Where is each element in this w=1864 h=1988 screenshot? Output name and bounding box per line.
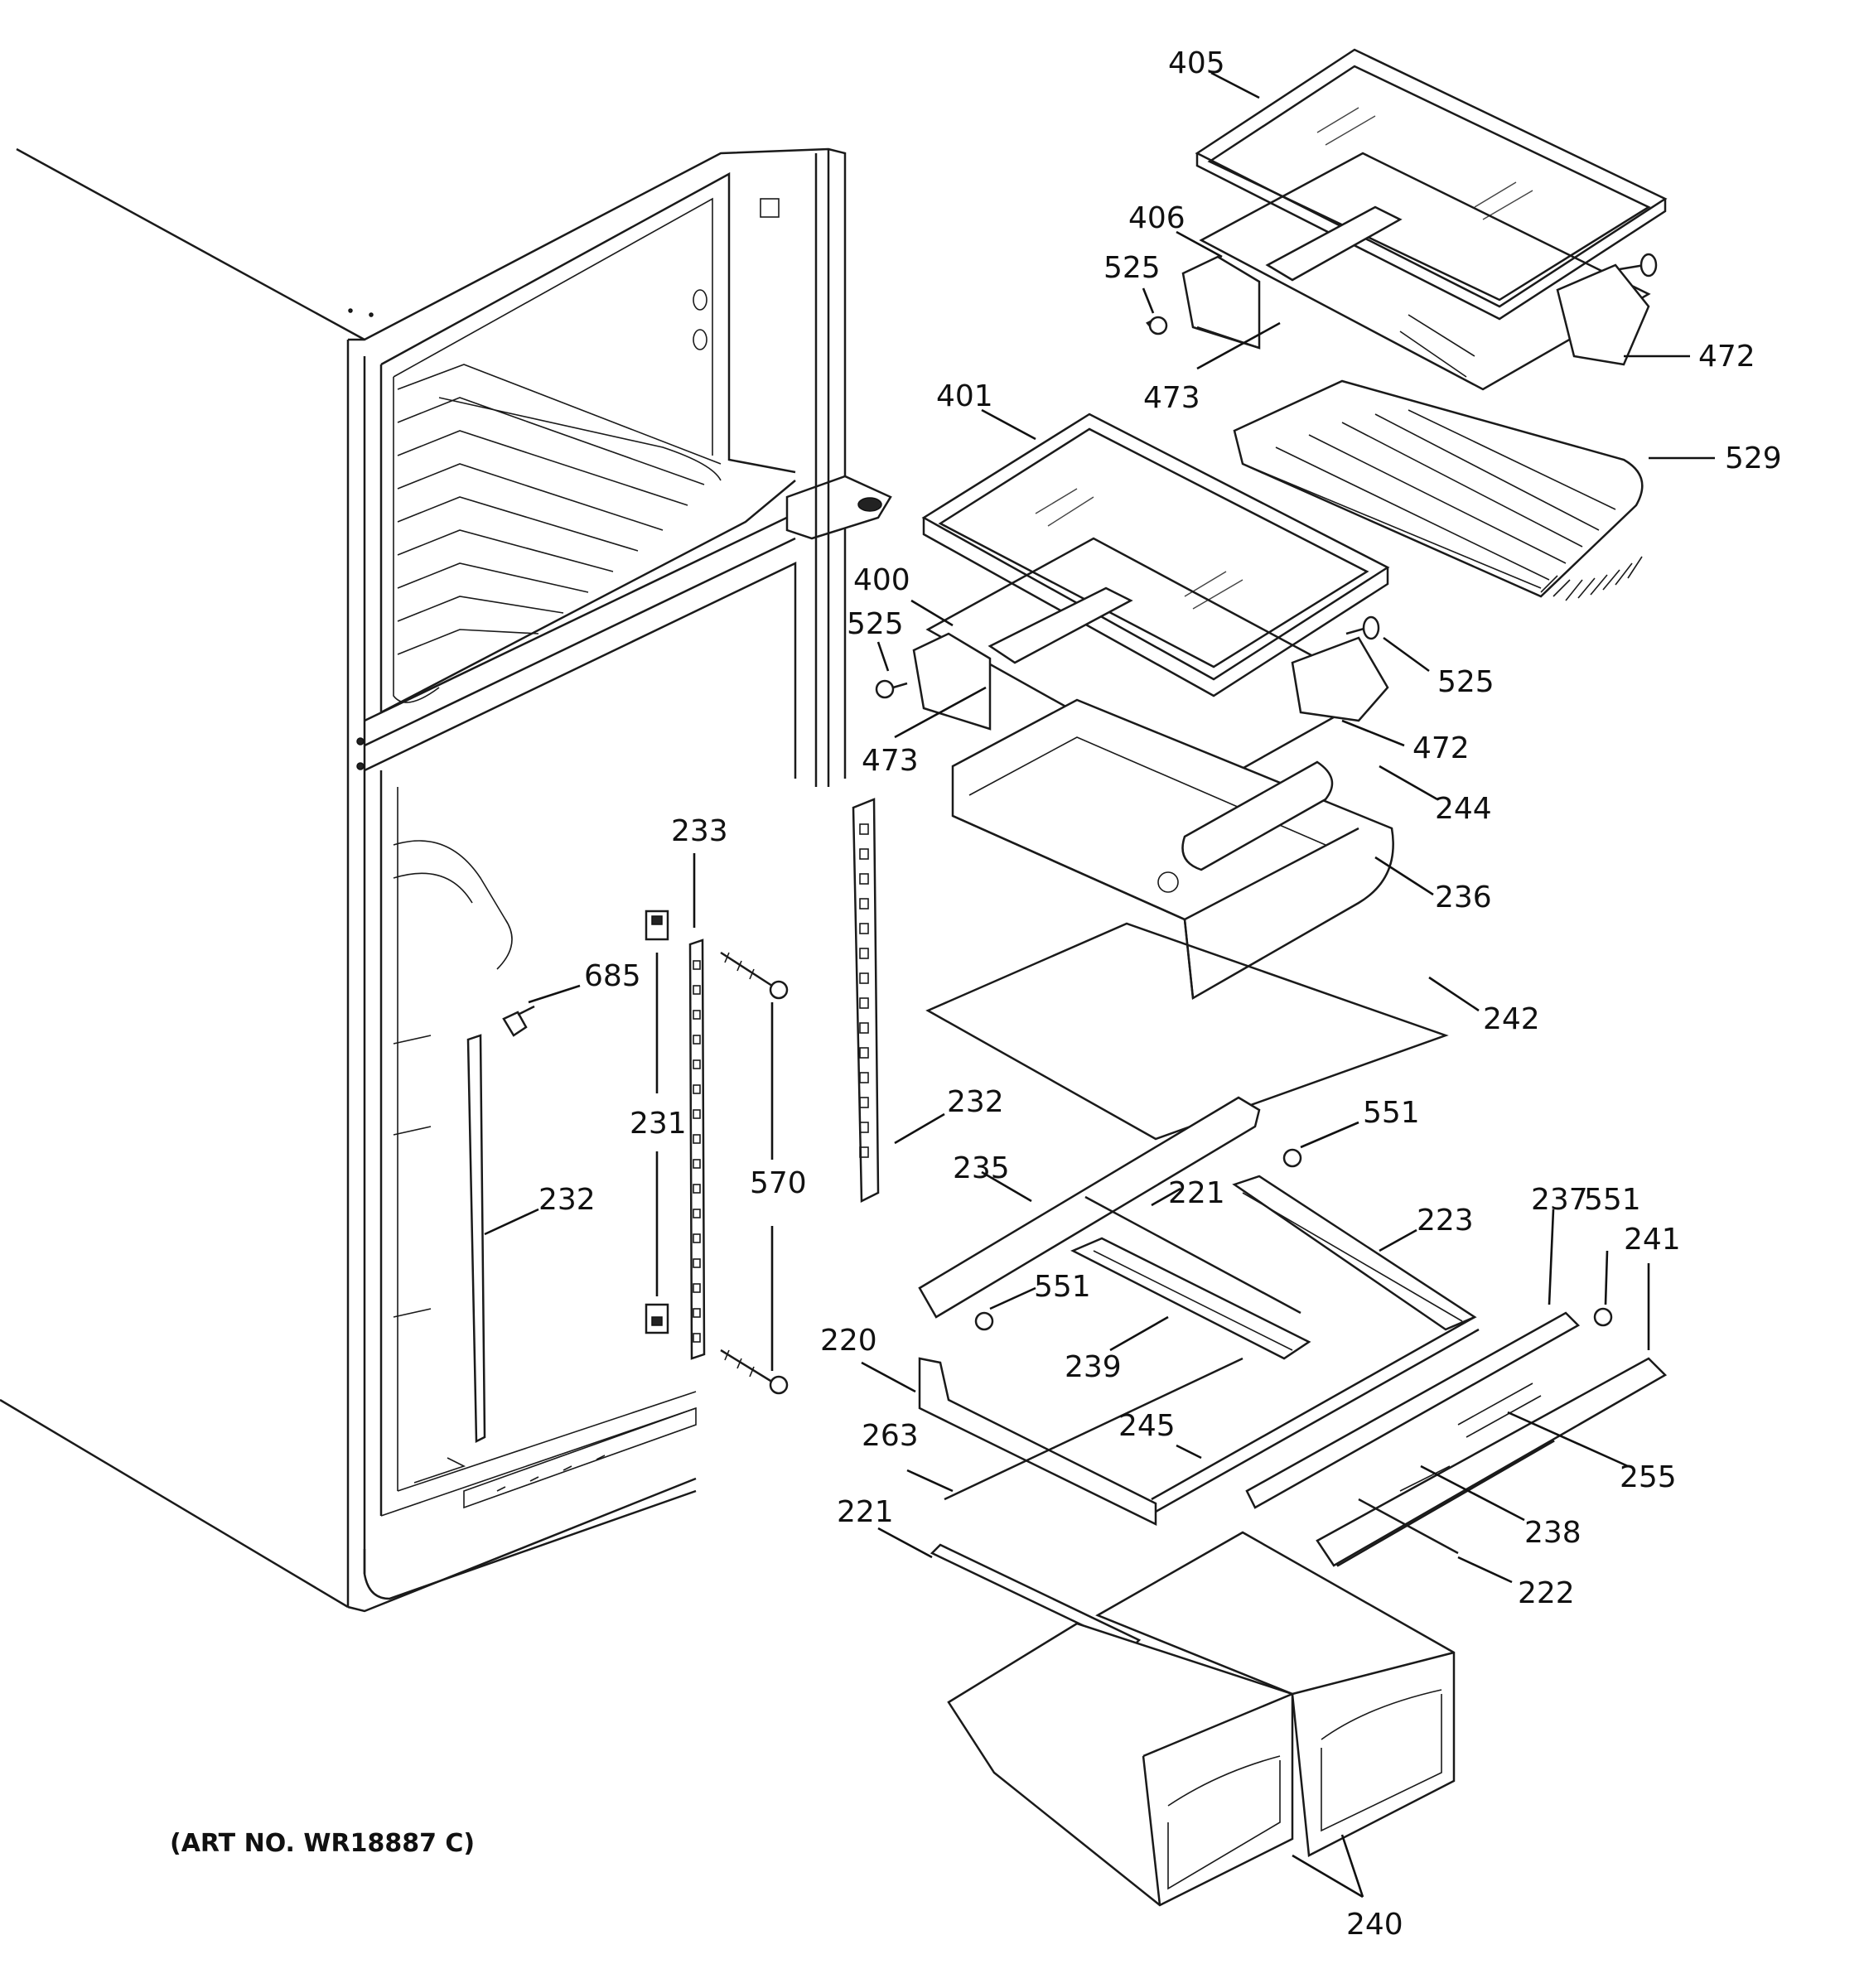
label-231: 231	[630, 1107, 687, 1141]
rod-221-lower	[930, 1543, 1142, 1650]
clip-231-bottom	[645, 1303, 669, 1334]
label-529: 529	[1725, 442, 1782, 475]
screw-525-upper-left	[1146, 316, 1168, 335]
label-236: 236	[1435, 881, 1492, 914]
rod-221-upper	[1084, 1195, 1301, 1315]
rod-263	[944, 1357, 1243, 1501]
label-241: 241	[1624, 1223, 1681, 1257]
rod-245	[1151, 1315, 1480, 1513]
shelf-support-406	[1181, 152, 1651, 391]
cover-237	[1245, 1311, 1581, 1509]
screw-685	[502, 1005, 535, 1037]
label-406: 406	[1128, 201, 1186, 235]
shelf-support-400	[912, 537, 1389, 789]
screw-525-middle-left	[875, 679, 908, 699]
screw-570-bottom	[720, 1349, 789, 1395]
label-685: 685	[584, 959, 641, 993]
label-405: 405	[1168, 46, 1225, 80]
leader-lines	[484, 71, 1715, 1899]
rail-233	[688, 939, 706, 1360]
label-221-upper: 221	[1168, 1176, 1225, 1210]
pan-liner-242	[925, 922, 1449, 1141]
cover-241	[1316, 1357, 1668, 1567]
label-255: 255	[1620, 1460, 1677, 1494]
label-473-lower: 473	[862, 744, 919, 778]
label-472-upper: 472	[1698, 340, 1755, 374]
glass-shelf-401	[921, 413, 1390, 697]
label-235: 235	[953, 1151, 1010, 1185]
drawer-240-right	[1095, 1531, 1456, 1857]
label-242: 242	[1483, 1002, 1540, 1036]
cover-frame-235	[918, 1096, 1261, 1319]
rail-232-right	[852, 798, 880, 1204]
label-525-middle-left: 525	[847, 607, 904, 641]
label-551-left: 551	[1034, 1270, 1091, 1304]
rod-222	[1358, 1498, 1459, 1555]
label-551-right: 551	[1584, 1183, 1641, 1217]
label-401: 401	[936, 379, 993, 413]
drawer-240-left	[947, 1622, 1294, 1907]
label-244: 244	[1435, 792, 1492, 826]
glass-shelf-405	[1195, 48, 1668, 321]
front-frame-220	[918, 1357, 1157, 1527]
label-222: 222	[1518, 1576, 1575, 1610]
screw-551-a	[1282, 1148, 1302, 1168]
refrigerator-cabinet	[0, 147, 892, 1613]
humidity-slide-255	[1457, 1382, 1542, 1438]
label-263: 263	[862, 1419, 919, 1453]
screw-525-middle-right	[1345, 615, 1380, 640]
label-238: 238	[1524, 1516, 1582, 1550]
label-233: 233	[671, 814, 728, 848]
screw-551-b	[1593, 1307, 1613, 1327]
label-223: 223	[1417, 1204, 1474, 1238]
label-232-left: 232	[538, 1183, 596, 1217]
label-472-lower: 472	[1412, 731, 1470, 765]
label-525-middle-right: 525	[1437, 665, 1495, 699]
part-labels: 405 406 525 473 472 529 401 400 525 525 …	[538, 46, 1782, 1942]
label-473-upper: 473	[1143, 381, 1200, 415]
pan-236	[951, 698, 1394, 1001]
clip-231-top	[645, 910, 669, 941]
label-221-lower: 221	[837, 1495, 894, 1529]
label-220: 220	[820, 1324, 877, 1358]
screw-570-top	[720, 951, 789, 1000]
slide-223	[1232, 1175, 1477, 1331]
wire-shelf-529	[1233, 379, 1644, 601]
label-245: 245	[1118, 1409, 1176, 1443]
pan-cover-244	[1181, 760, 1334, 871]
art-number: (ART NO. WR18887 C)	[170, 1829, 475, 1858]
label-570: 570	[750, 1166, 807, 1200]
label-232-right: 232	[947, 1085, 1004, 1119]
screw-551-c	[974, 1311, 994, 1331]
slide-239	[1070, 1237, 1311, 1360]
screw-525-upper-right	[1619, 253, 1658, 277]
label-551-top: 551	[1363, 1096, 1420, 1130]
label-525-upper-left: 525	[1103, 251, 1161, 285]
label-400: 400	[853, 563, 910, 597]
label-240: 240	[1346, 1908, 1403, 1942]
label-237: 237	[1531, 1183, 1588, 1217]
rail-232-left	[466, 1034, 486, 1444]
label-239: 239	[1065, 1350, 1122, 1384]
